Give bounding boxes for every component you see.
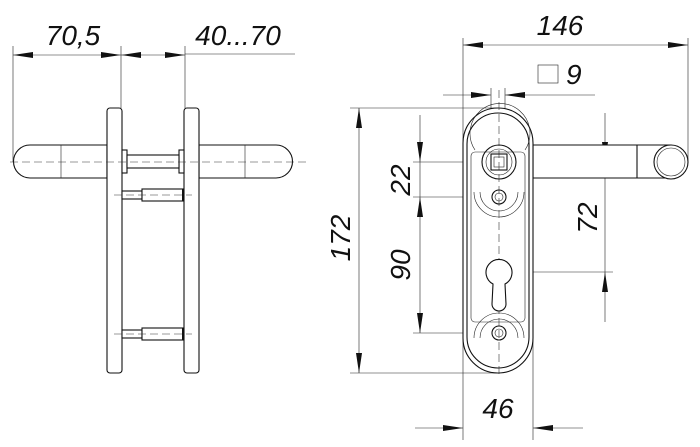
dimension-label-40-70: 40...70 [195, 20, 281, 51]
plate-recess [470, 151, 526, 323]
dimension-label-72: 72 [572, 202, 603, 234]
side-view: 70,5 40...70 [10, 20, 306, 374]
rose-right [178, 149, 185, 174]
through-bolt-lower [114, 327, 192, 341]
through-bolt-upper [114, 188, 192, 202]
right-backplate [183, 107, 200, 374]
left-backplate [106, 107, 123, 374]
dimension-label-146: 146 [537, 10, 584, 41]
escutcheon-plate [462, 107, 534, 374]
dimension-label-172: 172 [325, 214, 356, 261]
front-view: 146 9 172 22 90 72 46 [325, 10, 689, 440]
dimension-label-46: 46 [482, 393, 514, 424]
dimension-label-90: 90 [385, 249, 416, 281]
rose-left [121, 149, 128, 174]
lever-handle [532, 144, 689, 180]
right-lever [198, 144, 294, 179]
dimension-label-9: 9 [566, 59, 582, 90]
screw-rose-upper [473, 189, 525, 218]
left-lever [12, 144, 108, 179]
dimension-label-22: 22 [385, 164, 416, 197]
spindle-rose [469, 103, 531, 180]
square-icon [537, 64, 559, 84]
cylinder-keyhole [485, 258, 513, 312]
screw-rose-lower [473, 312, 525, 341]
dimension-label-70-5: 70,5 [46, 20, 101, 51]
square-spindle-hole [490, 153, 508, 171]
spindle [126, 154, 180, 169]
plate-inner-outline [466, 112, 530, 369]
